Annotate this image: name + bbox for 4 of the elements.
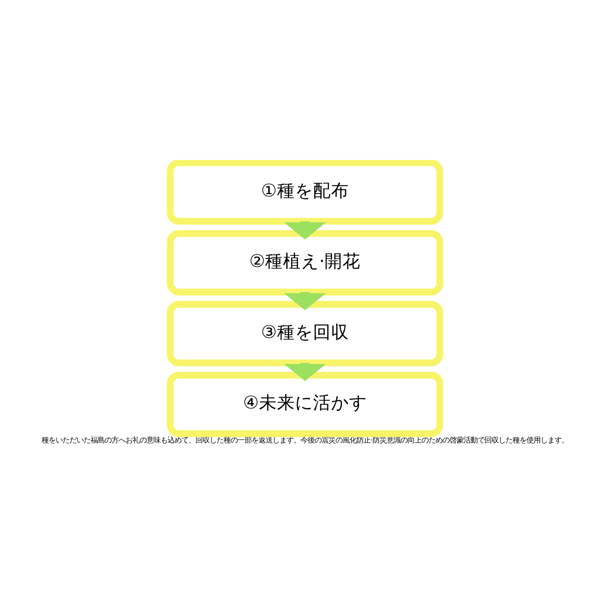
node-box: ③種を回収 bbox=[166, 300, 444, 366]
node-box: ②種植え·開花 bbox=[166, 230, 444, 296]
node-box: ①種を配布 bbox=[166, 160, 444, 225]
node-box: ④未来に活かす bbox=[166, 372, 444, 438]
